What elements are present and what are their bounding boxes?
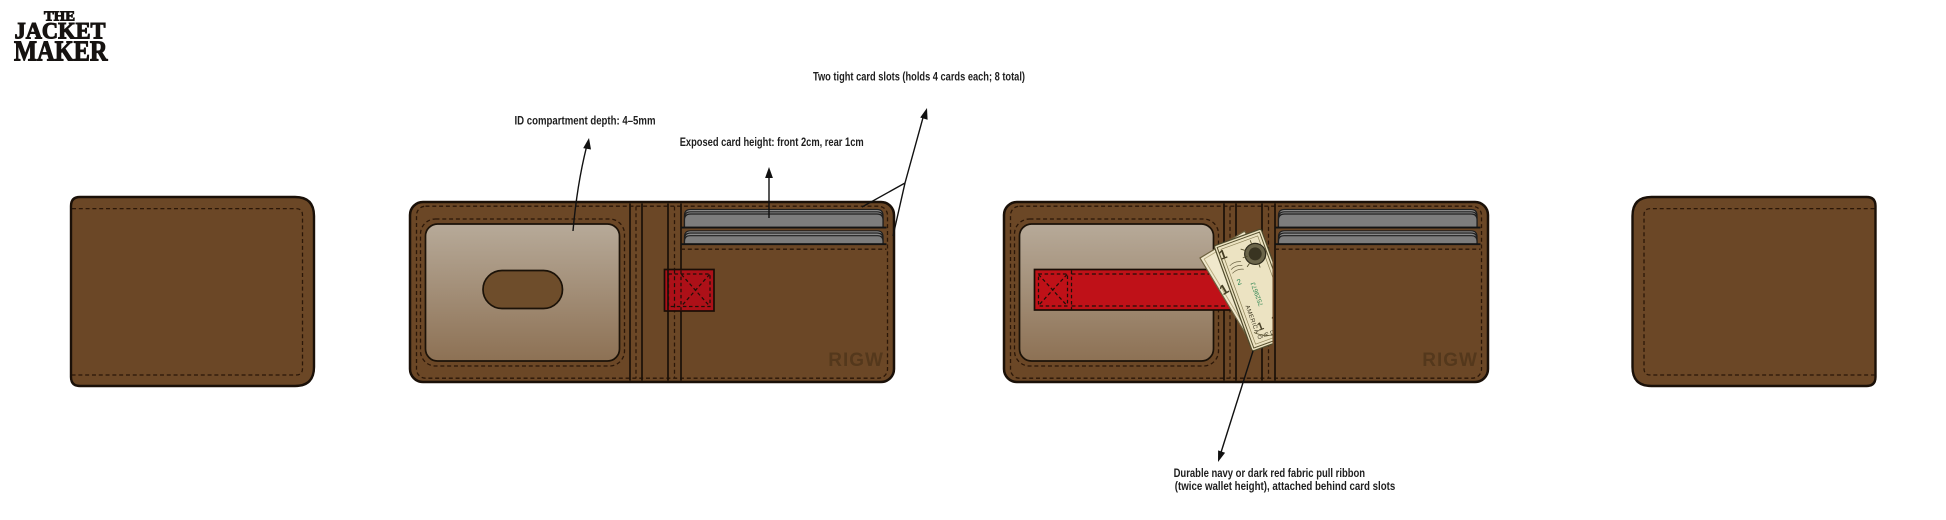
svg-text:(twice wallet height), attache: (twice wallet height), attached behind c… [1175,479,1396,493]
svg-text:2: 2 [1235,277,1243,287]
svg-text:Exposed card height: front 2cm: Exposed card height: front 2cm, rear 1cm [680,135,864,149]
svg-text:1: 1 [1217,246,1229,263]
svg-text:Two tight card slots (holds 4: Two tight card slots (holds 4 cards each… [813,69,1025,83]
svg-text:1: 1 [1256,320,1266,333]
svg-text:JACKET: JACKET [15,18,106,44]
svg-text:THE: THE [44,8,75,23]
svg-text:Durable navy or dark red fabri: Durable navy or dark red fabric pull rib… [1174,466,1366,480]
svg-text:MAKER: MAKER [14,36,108,68]
svg-text:ID compartment depth: 4–5mm: ID compartment depth: 4–5mm [515,114,656,128]
